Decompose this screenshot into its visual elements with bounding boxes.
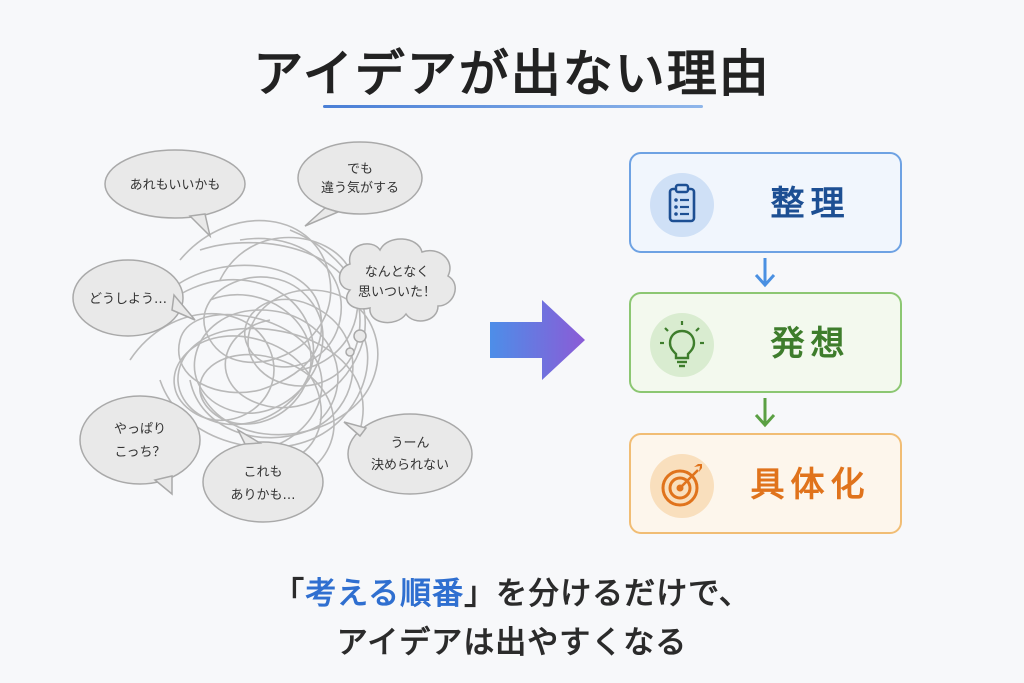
caption-highlight: 考える順番 [305,576,465,612]
caption-rest: 」を分けるだけで、 [464,576,751,612]
bubble-text: でも [347,162,373,177]
caption-line-2: アイデアは出やすくなる [336,625,688,661]
lightbulb-icon [650,313,714,377]
title-underline [323,105,703,108]
bubble-text: 違う気がする [321,180,399,196]
target-icon [650,454,714,518]
step-label: 具体化 [750,465,871,505]
bubble-text: ありかも… [230,488,295,503]
caption-open-bracket: 「 [273,576,306,612]
thought-bubble: どうしよう… [72,259,196,337]
thought-bubble: でも 違う気がする [297,141,423,227]
thought-bubble: あれもいいかも [104,149,246,239]
bubble-text: うーん [390,436,429,451]
step-label: 発想 [770,324,851,364]
thought-bubble: うーん 決められない [343,413,473,495]
bubble-text: なんとなく [365,265,430,280]
step-concretize: 具体化 [629,433,902,534]
down-arrow-icon [754,398,776,428]
thought-bubble: なんとなく 思いついた！ [338,238,456,357]
page-title: アイデアが出ない理由 [253,45,771,103]
caption-line-1: 「考える順番」を分けるだけで、 [0,568,1024,613]
bubble-text: どうしよう… [89,292,167,307]
step-organize: 整理 [629,152,902,253]
bubble-text: やっぱり [114,422,166,437]
clipboard-icon [650,173,714,237]
bubble-text: 思いついた！ [358,285,436,300]
down-arrow-icon [754,258,776,288]
thought-bubble: やっぱり こっち？ [79,395,201,496]
bubble-text: これも [243,465,282,480]
step-ideation: 発想 [629,292,902,393]
bubble-text: あれもいいかも [130,178,221,193]
thought-bubble: これも ありかも… [202,428,324,523]
transition-arrow [490,300,585,380]
bubble-text: こっち？ [114,445,165,460]
tangled-thoughts-diagram: あれもいいかも でも 違う気がする どうしよう… なんとなく 思いついた！ やっ… [72,141,473,523]
step-label: 整理 [770,184,851,224]
bubble-text: 決められない [371,458,449,473]
